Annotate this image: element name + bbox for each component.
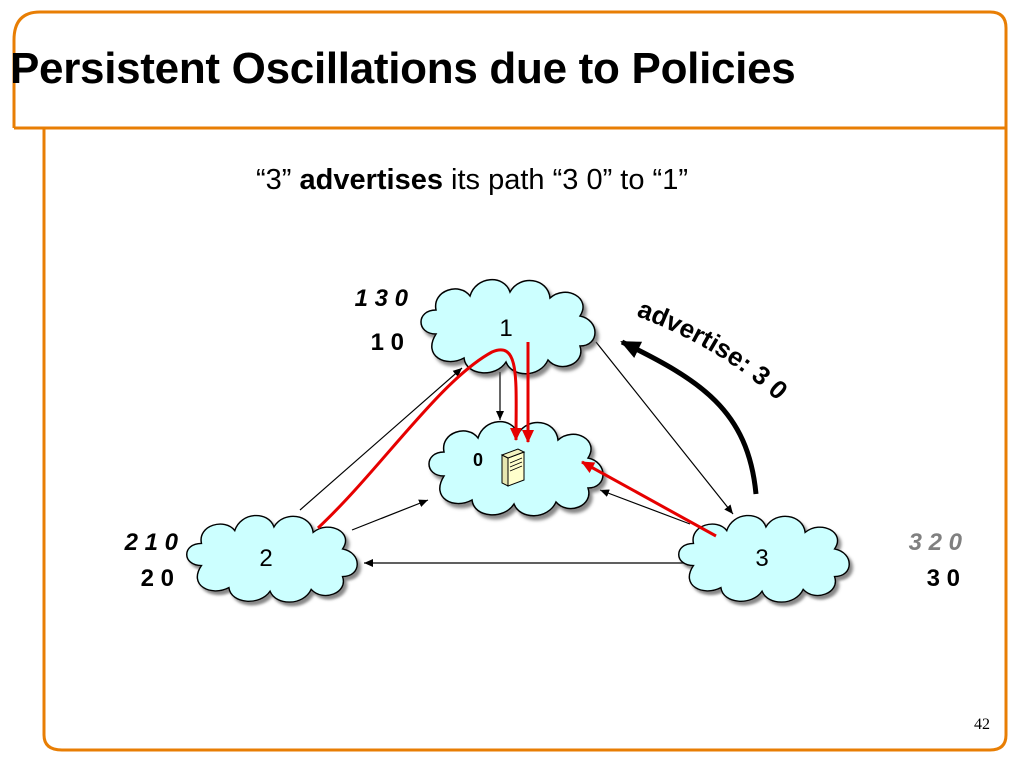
advertise-label: advertise: 3 0 [634,294,794,406]
node-1-label: 1 [499,315,512,342]
subtitle-prefix: “3” [256,164,300,196]
advertise-arrow [620,339,759,495]
node1-preferred-path: 1 3 0 [355,285,409,312]
frame-corner [12,10,41,128]
node-2-label: 2 [259,545,272,572]
slide-title: Persistent Oscillations due to Policies [10,44,796,93]
subtitle-wrap: “3” advertises its path “3 0” to “1” [256,164,688,197]
node-0-label: 0 [473,450,483,470]
edge-1-to-3 [595,341,734,515]
edge-2-to-1 [299,367,463,511]
subtitle-bold: advertises [299,164,444,196]
red-path-3-0 [581,460,717,538]
red-path-2-1-0 [316,348,523,530]
edge-2-to-0 [351,499,429,531]
server-icon [500,448,526,487]
frame-border [40,10,1008,752]
subtitle-suffix: its path “3 0” to “1” [443,164,688,196]
advertise-label-path: advertise: 3 0 [634,294,794,406]
edge-3-to-0 [599,489,691,525]
node1-fallback-path: 1 0 [371,329,404,356]
node2-preferred-path: 2 1 0 [124,529,179,556]
node-3-label: 3 [755,545,768,572]
page-number: 42 [974,716,990,733]
node3-preferred-path: 3 2 0 [909,529,963,556]
node2-fallback-path: 2 0 [141,565,174,592]
slide-subtitle: “3” advertises its path “3 0” to “1” [0,164,944,197]
node3-fallback-path: 3 0 [927,565,960,592]
